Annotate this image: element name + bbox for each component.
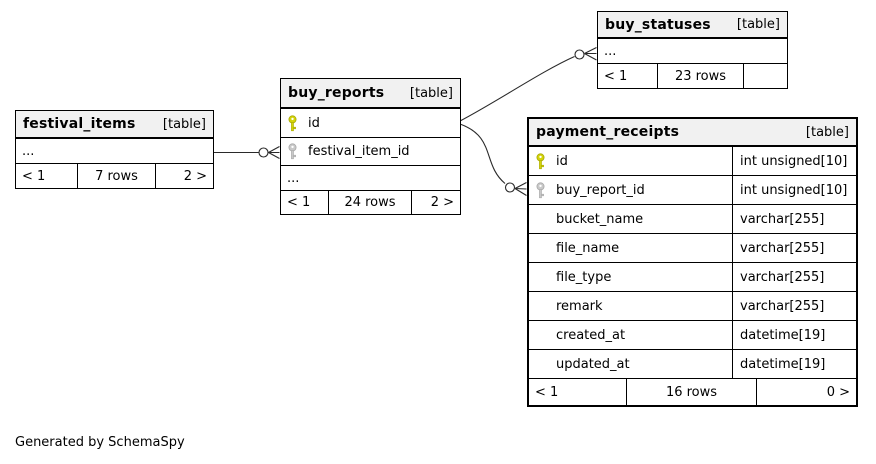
ellipsis-text: ... [604, 43, 617, 59]
hidden-columns-row: ... [16, 139, 213, 164]
hidden-columns-row: ... [281, 166, 460, 191]
column-type: varchar[255] [732, 292, 856, 320]
column-name: updated_at [556, 356, 630, 372]
edge-festival_items-buy_reports [214, 146, 280, 159]
table-festival-items: festival_items [table] ... < 1 7 rows 2 … [15, 110, 214, 189]
column-type: int unsigned[10] [732, 176, 856, 204]
table-header-buy-reports[interactable]: buy_reports [table] [281, 79, 460, 109]
table-tag: [table] [736, 17, 780, 32]
column-type: varchar[255] [732, 263, 856, 291]
column-type: datetime[19] [732, 321, 856, 349]
row-count: 16 rows [627, 379, 757, 405]
table-tag: [table] [805, 124, 849, 140]
zero-or-one-circle [504, 182, 516, 193]
pager-next [744, 64, 787, 88]
pager-next: 2 > [183, 168, 207, 184]
column-row-id: id int unsigned[10] [529, 147, 856, 176]
foreign-key-icon [535, 181, 556, 199]
column-row-remark: remark varchar[255] [529, 292, 856, 321]
zero-or-one-circle [574, 49, 585, 60]
zero-or-one-circle [258, 147, 269, 158]
pager-prev: < 1 [16, 164, 78, 188]
column-type: int unsigned[10] [732, 147, 856, 175]
table-footer: < 1 16 rows 0 > [529, 379, 856, 405]
ellipsis-text: ... [22, 143, 35, 159]
table-name: payment_receipts [536, 124, 680, 140]
column-row-file-type: file_type varchar[255] [529, 263, 856, 292]
column-name: remark [556, 298, 603, 314]
table-footer: < 1 7 rows 2 > [16, 164, 213, 188]
column-name: festival_item_id [308, 144, 410, 159]
column-name: buy_report_id [556, 182, 645, 198]
column-row-bucket-name: bucket_name varchar[255] [529, 205, 856, 234]
pager-next: 2 > [430, 195, 454, 210]
crow-foot-icon [268, 146, 280, 159]
column-row-updated-at: updated_at datetime[19] [529, 350, 856, 379]
row-count: 7 rows [78, 164, 156, 188]
row-count: 23 rows [658, 64, 744, 88]
table-footer: < 1 23 rows [598, 64, 787, 88]
table-header-festival-items[interactable]: festival_items [table] [16, 111, 213, 139]
column-type: varchar[255] [732, 234, 856, 262]
crow-foot-icon [584, 47, 597, 61]
ellipsis-text: ... [287, 170, 300, 186]
column-name: file_name [556, 240, 620, 256]
table-buy-reports: buy_reports [table] id [280, 78, 461, 215]
column-row-festival-item-id: festival_item_id [281, 138, 460, 166]
pager-prev: < 1 [598, 64, 658, 88]
pager-prev: < 1 [529, 379, 627, 405]
column-name: file_type [556, 269, 612, 285]
table-header-buy-statuses[interactable]: buy_statuses [table] [598, 12, 787, 39]
table-header-payment-receipts[interactable]: payment_receipts [table] [529, 119, 856, 147]
column-row-buy-report-id: buy_report_id int unsigned[10] [529, 176, 856, 205]
table-tag: [table] [162, 116, 206, 132]
table-name: buy_reports [288, 85, 385, 101]
pager-next: 0 > [826, 384, 850, 400]
primary-key-icon [535, 152, 556, 170]
column-row-id: id [281, 109, 460, 138]
edge-buy_reports-buy_statuses [459, 47, 597, 122]
table-name: festival_items [23, 116, 136, 132]
row-count: 24 rows [329, 191, 412, 214]
table-tag: [table] [409, 85, 453, 101]
column-name: id [308, 115, 320, 131]
primary-key-icon [287, 114, 308, 132]
crow-foot-icon [514, 182, 527, 196]
column-type: varchar[255] [732, 205, 856, 233]
column-name: bucket_name [556, 211, 644, 227]
edge-buy_reports-payment_receipts [459, 123, 527, 196]
pager-prev: < 1 [281, 191, 329, 214]
column-name: id [556, 153, 568, 169]
table-buy-statuses: buy_statuses [table] ... < 1 23 rows [597, 11, 788, 89]
table-footer: < 1 24 rows 2 > [281, 191, 460, 214]
column-type: datetime[19] [732, 350, 856, 378]
table-name: buy_statuses [605, 16, 711, 33]
table-payment-receipts: payment_receipts [table] id int unsigned… [527, 117, 858, 407]
column-row-created-at: created_at datetime[19] [529, 321, 856, 350]
hidden-columns-row: ... [598, 39, 787, 64]
column-name: created_at [556, 327, 626, 343]
column-row-file-name: file_name varchar[255] [529, 234, 856, 263]
generated-by-caption: Generated by SchemaSpy [15, 435, 185, 450]
foreign-key-icon [287, 143, 308, 160]
